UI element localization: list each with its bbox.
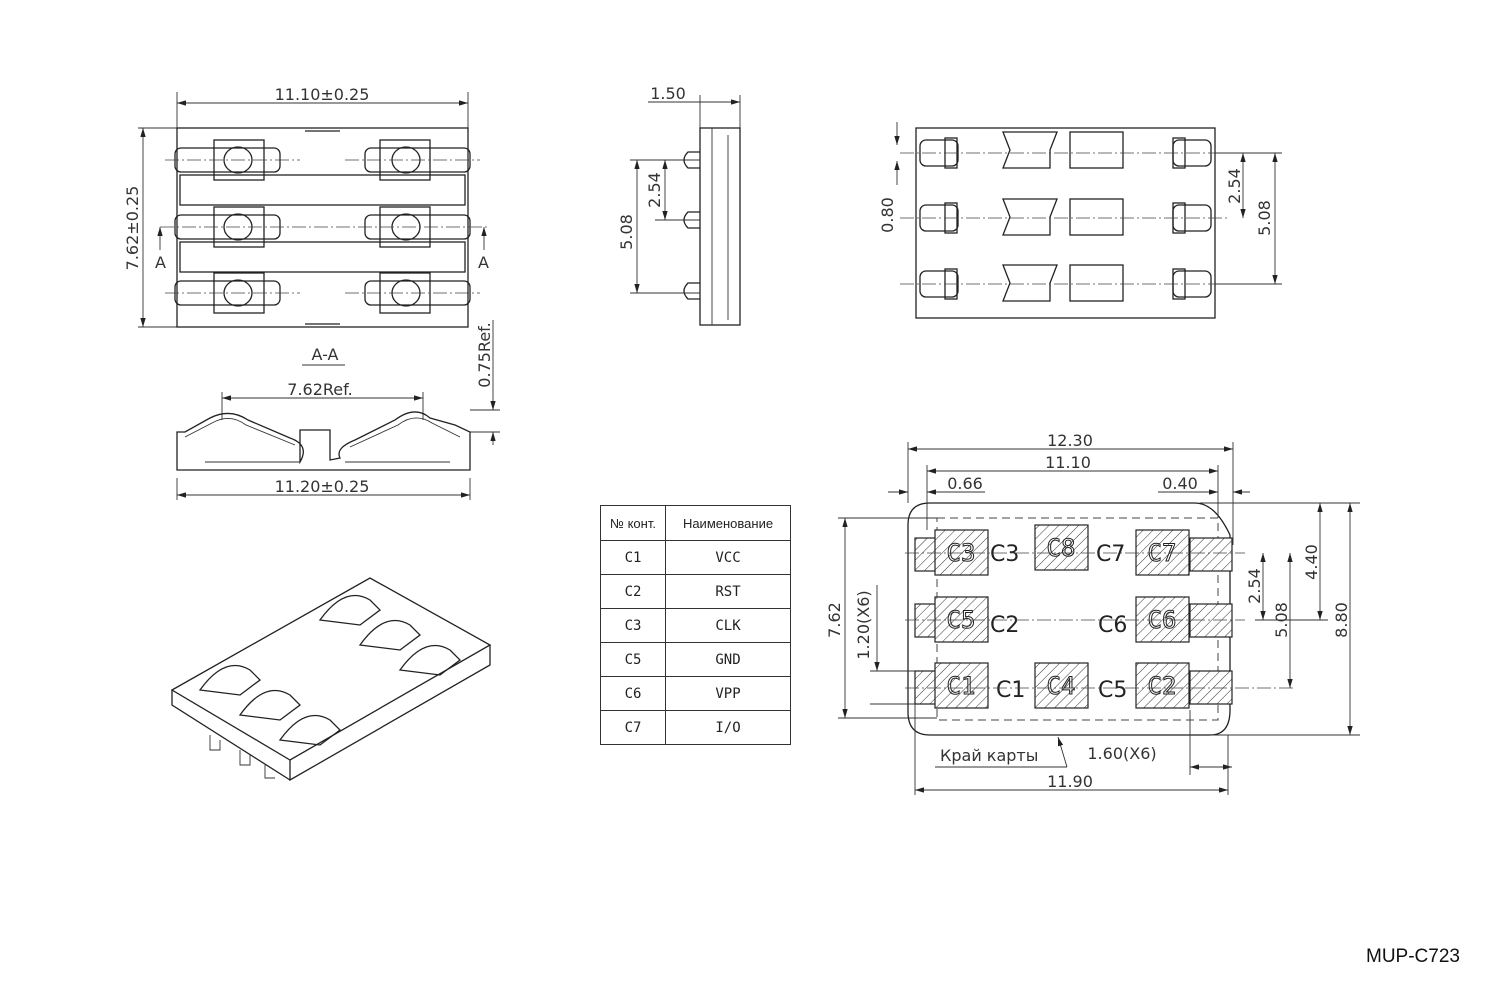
side-pitch-dim: 2.54 — [645, 172, 664, 208]
name-cell: I/O — [665, 710, 791, 745]
pad-glyph-c1: C1 — [947, 672, 976, 700]
card-edge-label: Край карты — [940, 746, 1038, 765]
fp-height-left: 7.62 — [825, 602, 844, 638]
fp-left-offset: 0.66 — [947, 474, 983, 493]
pad-glyph-c8: C8 — [1047, 534, 1076, 562]
contact-cell: C5 — [600, 642, 666, 677]
header-name: Наименование — [665, 505, 791, 541]
contact-cell: C6 — [600, 676, 666, 711]
contact-cell: C2 — [600, 574, 666, 609]
contact-label-c3: C3 — [990, 542, 1019, 567]
footprint-view: C3 C8 C7 C5 C6 C1 C4 C2 C3 C7 C2 C6 C1 C… — [825, 431, 1360, 795]
side-span-dim: 5.08 — [617, 214, 636, 250]
contact-label-c7: C7 — [1096, 542, 1125, 567]
bottom-pin-width-dim: 0.80 — [878, 197, 897, 233]
bottom-contacts — [919, 131, 1212, 302]
contact-label-c6: C6 — [1098, 613, 1127, 638]
fp-card-height: 8.80 — [1332, 602, 1351, 638]
contact-label-c2: C2 — [990, 613, 1019, 638]
bottom-view: 0.80 2.54 5.08 — [878, 122, 1282, 319]
fp-pad-length: 1.60(X6) — [1087, 744, 1156, 763]
fp-pitch: 2.54 — [1245, 568, 1264, 604]
section-height-dim: 0.75Ref. — [475, 322, 494, 387]
side-pins — [683, 151, 700, 300]
fp-right-offset: 0.40 — [1162, 474, 1198, 493]
side-view: 1.50 2.54 5.08 — [617, 84, 741, 326]
card-contact-pads: C3 C8 C7 C5 C6 C1 C4 C2 — [934, 524, 1190, 709]
fp-body-width: 11.10 — [1045, 453, 1091, 472]
model-number: MUP-C723 — [1366, 946, 1460, 967]
pad-glyph-c2: C2 — [1148, 672, 1177, 700]
section-width-dim: 11.20±0.25 — [275, 477, 370, 496]
pin-table-header: № конт. Наименование — [600, 505, 791, 541]
contact-cell: C7 — [600, 710, 666, 745]
side-thickness-dim: 1.50 — [650, 84, 686, 103]
top-view: 11.10±0.25 7.62±0.25 A A — [123, 85, 489, 328]
fp-outer-width: 12.30 — [1047, 431, 1093, 450]
fp-footprint-width: 11.90 — [1047, 772, 1093, 791]
contact-label-c5: C5 — [1098, 678, 1127, 703]
section-span-dim: 7.62Ref. — [287, 380, 352, 399]
name-cell: VPP — [665, 676, 791, 711]
contact-cell: C1 — [600, 540, 666, 575]
bottom-pitch-dim: 2.54 — [1225, 168, 1244, 204]
name-cell: VCC — [665, 540, 791, 575]
top-width-dim: 11.10±0.25 — [275, 85, 370, 104]
contact-label-c1: C1 — [996, 678, 1025, 703]
bottom-span-dim: 5.08 — [1255, 200, 1274, 236]
iso-contacts — [198, 594, 461, 746]
name-cell: RST — [665, 574, 791, 609]
fp-pad-height: 1.20(X6) — [854, 590, 873, 659]
name-cell: GND — [665, 642, 791, 677]
section-mark-left: A — [155, 253, 166, 272]
pad-glyph-c4: C4 — [1047, 672, 1076, 700]
section-mark-right: A — [478, 253, 489, 272]
header-contact: № конт. — [600, 505, 666, 541]
contact-cell: C3 — [600, 608, 666, 643]
fp-half-height: 4.40 — [1302, 544, 1321, 580]
top-height-dim: 7.62±0.25 — [123, 186, 142, 271]
name-cell: CLK — [665, 608, 791, 643]
section-title: A-A — [312, 345, 339, 364]
top-contacts — [174, 139, 471, 314]
isometric-view — [170, 577, 492, 782]
section-view: A-A 0.75Ref. 7.62Ref. 11.20±0.25 — [176, 320, 500, 500]
